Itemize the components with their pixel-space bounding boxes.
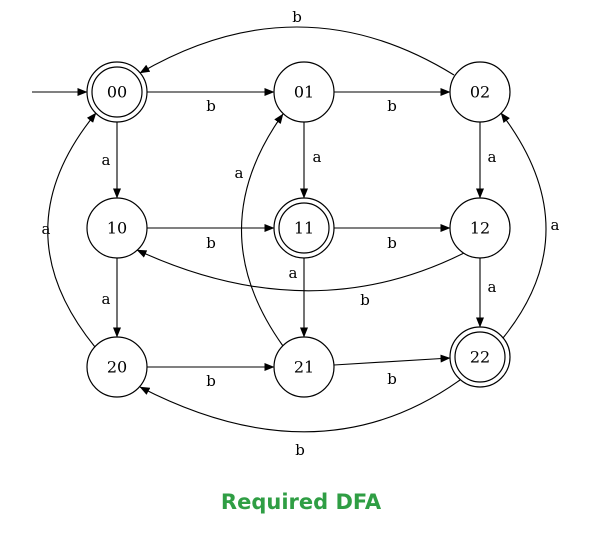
- transition-label-21-to-01: a: [235, 164, 244, 182]
- diagram-caption: Required DFA: [220, 490, 382, 514]
- transition-21-to-22: [333, 354, 451, 366]
- transition-12-to-10: [136, 249, 465, 292]
- accepting-ring-22: [454, 331, 506, 383]
- state-20: 20: [86, 336, 148, 398]
- transition-label-21-to-22: b: [387, 370, 397, 388]
- transition-label-20-to-00: a: [42, 220, 51, 238]
- transition-label-02-to-12: a: [488, 148, 497, 166]
- state-label-20: 20: [107, 358, 127, 377]
- transition-label-02-to-00: b: [292, 8, 302, 26]
- state-circle-20: [86, 336, 148, 398]
- state-circle-01: [273, 61, 335, 123]
- state-circle-21: [273, 336, 335, 398]
- transition-22-to-02: [500, 112, 547, 339]
- state-10: 10: [86, 197, 148, 259]
- transition-label-00-to-01: b: [206, 97, 216, 115]
- state-00: 00: [86, 61, 148, 123]
- state-label-22: 22: [470, 348, 490, 367]
- state-01: 01: [273, 61, 335, 123]
- state-21: 21: [273, 336, 335, 398]
- transition-label-10-to-11: b: [206, 234, 216, 252]
- accepting-ring-00: [91, 66, 143, 118]
- state-22: 22: [449, 326, 511, 388]
- transition-label-11-to-21: a: [289, 264, 298, 282]
- state-label-12: 12: [470, 219, 490, 238]
- state-12: 12: [449, 197, 511, 259]
- transition-label-20-to-21: b: [206, 372, 216, 390]
- transition-label-01-to-02: b: [387, 97, 397, 115]
- transition-label-10-to-20: a: [102, 290, 111, 308]
- transition-label-01-to-11: a: [313, 148, 322, 166]
- state-11: 11: [273, 197, 335, 259]
- state-nodes: 00 01 02 10 11 12 20 21 22: [86, 61, 511, 398]
- transition-22-to-20: [139, 379, 461, 433]
- transition-edges: b b b b b b b b b a a a a a a a a a: [42, 8, 560, 459]
- transition-21-to-01: [241, 113, 284, 347]
- transition-02-to-00: [139, 26, 455, 76]
- state-label-11: 11: [294, 219, 314, 238]
- state-02: 02: [449, 61, 511, 123]
- state-circle-10: [86, 197, 148, 259]
- state-label-01: 01: [294, 83, 314, 102]
- state-label-00: 00: [107, 83, 127, 102]
- accepting-ring-11: [278, 202, 330, 254]
- transition-label-00-to-10: a: [102, 151, 111, 169]
- transition-label-11-to-12: b: [387, 234, 397, 252]
- transition-label-22-to-20: b: [295, 441, 305, 459]
- transition-label-22-to-02: a: [551, 216, 560, 234]
- transition-label-12-to-22: a: [488, 278, 497, 296]
- state-label-10: 10: [107, 219, 127, 238]
- transition-label-12-to-10: b: [360, 291, 370, 309]
- transition-20-to-00: [47, 112, 97, 348]
- state-label-02: 02: [470, 83, 490, 102]
- state-circle-12: [449, 197, 511, 259]
- state-label-21: 21: [294, 358, 314, 377]
- state-circle-02: [449, 61, 511, 123]
